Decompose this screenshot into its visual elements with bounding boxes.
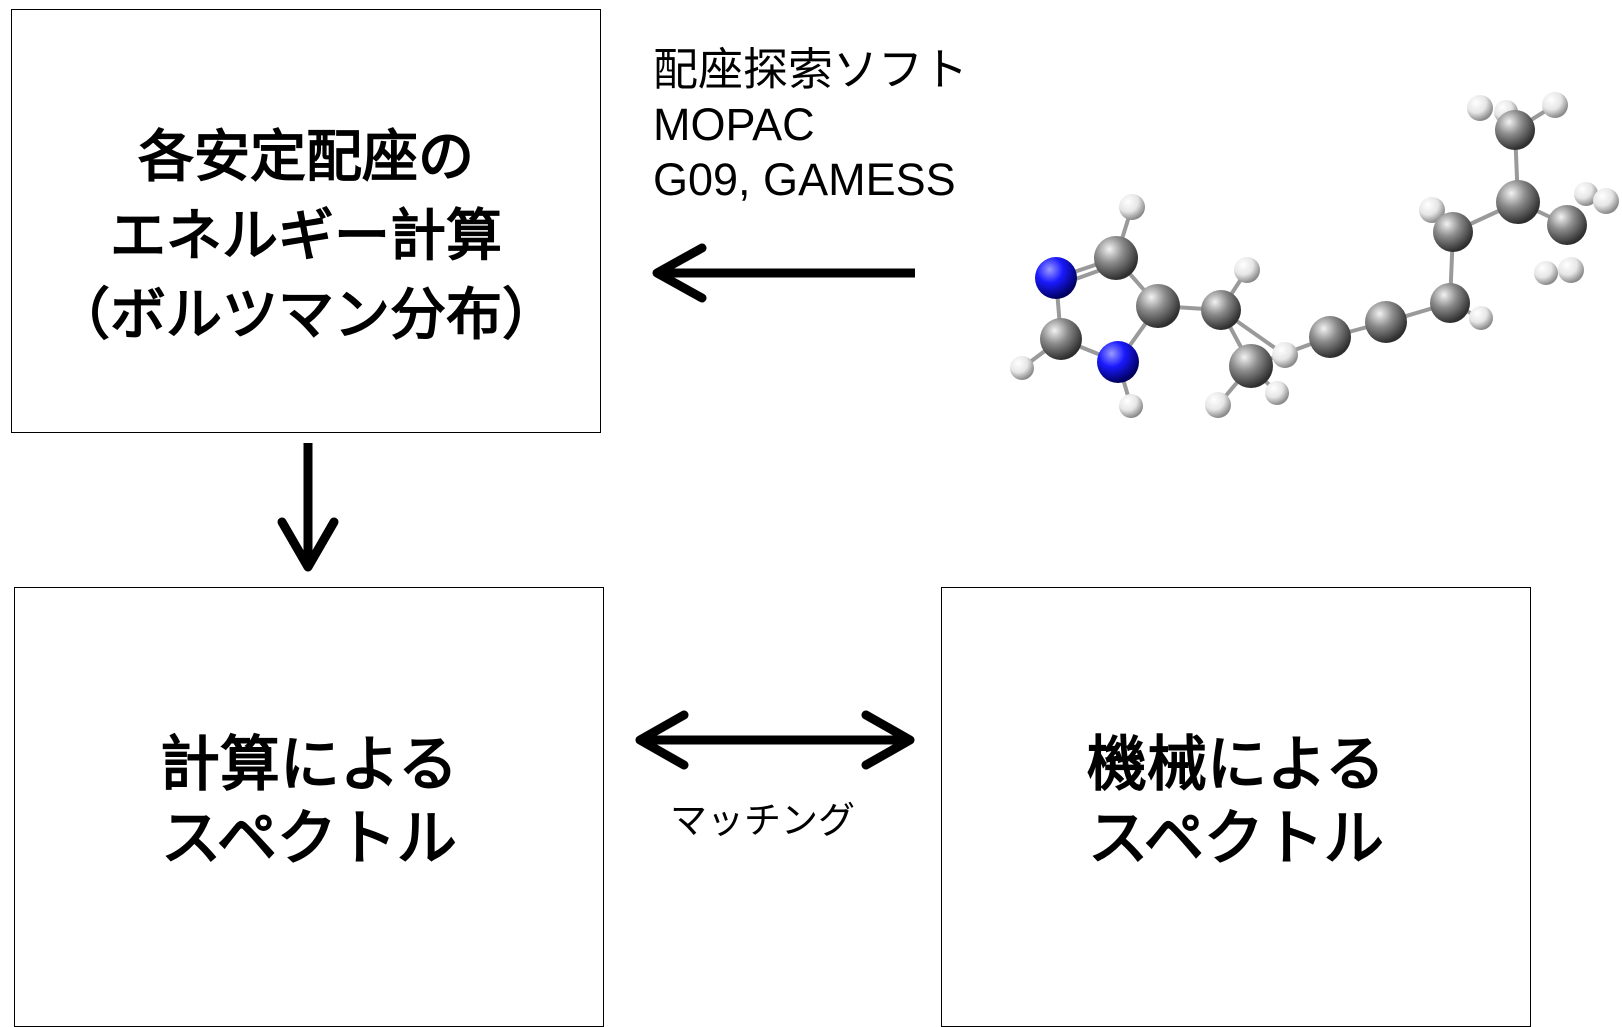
energy-title-line-3: （ボルツマン分布） (54, 283, 558, 348)
energy-calculation-title: 各安定配座の エネルギー計算 （ボルツマン分布） (54, 118, 558, 355)
molecule-model (1010, 92, 1619, 418)
software-line-3: G09, GAMESS (653, 154, 956, 205)
energy-calculation-box: 各安定配座の エネルギー計算 （ボルツマン分布） (11, 9, 601, 433)
instrument-title-line-2: スペクトル (1088, 804, 1384, 874)
software-list: 配座探索ソフト MOPAC G09, GAMESS (653, 42, 968, 207)
arrow-left (652, 243, 915, 303)
arrow-double (635, 710, 915, 770)
calculated-title-line-2: スペクトル (161, 804, 457, 874)
calculated-spectrum-box: 計算による スペクトル (14, 587, 604, 1027)
energy-title-line-1: 各安定配座の (138, 125, 474, 190)
calculated-title-line-1: 計算による (159, 730, 459, 800)
instrument-spectrum-box: 機械による スペクトル (941, 587, 1531, 1027)
matching-label: マッチング (670, 799, 855, 842)
arrow-down (277, 443, 339, 572)
calculated-spectrum-title: 計算による スペクトル (160, 728, 458, 876)
software-line-1: 配座探索ソフト (653, 44, 969, 95)
software-line-2: MOPAC (653, 99, 815, 150)
instrument-spectrum-title: 機械による スペクトル (1087, 728, 1385, 876)
instrument-title-line-1: 機械による (1086, 730, 1386, 800)
energy-title-line-2: エネルギー計算 (110, 204, 502, 269)
